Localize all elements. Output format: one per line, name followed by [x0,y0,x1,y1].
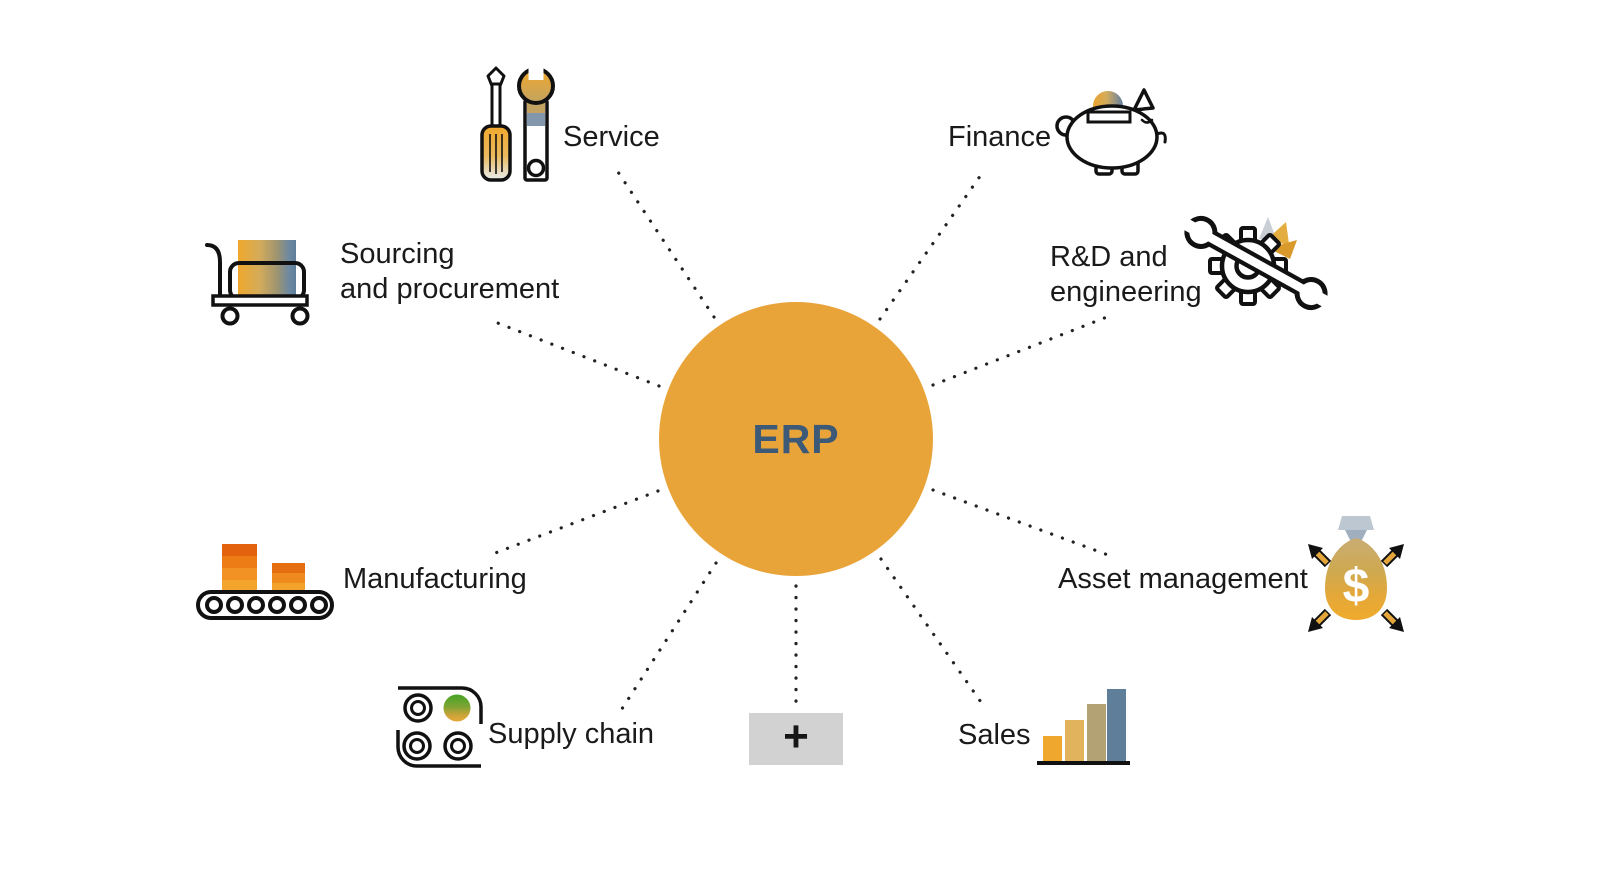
conveyor-boxes [222,544,305,593]
sales-label: Sales [958,719,1031,751]
gear-wrench-icon [1180,215,1332,311]
roller-belt-icon [396,686,483,768]
piggy-bank-coin-icon [1055,88,1167,176]
sourcing-label-line2: and procurement [340,273,560,305]
asset-management-label: Asset management [1058,563,1308,595]
connector-manufacturing [488,489,660,557]
connector-rnd [931,315,1109,387]
plus-sign: + [783,712,809,761]
manufacturing-label: Manufacturing [343,563,527,595]
arrow-ne-icon [1384,544,1404,564]
conveyor-belt-icon [196,544,334,620]
crossed-wrench [1180,215,1332,311]
finance-label: Finance [948,121,1052,153]
sourcing-label: Sourcing and procurement [340,237,559,307]
service-label: Service [563,121,660,153]
erp-hub-label: ERP [752,415,840,462]
arrow-sw-icon [1308,612,1328,632]
arrow-nw-icon [1308,544,1328,564]
supply-chain-label: Supply chain [488,718,655,750]
connector-service [616,170,716,319]
plus-box: + [749,712,843,765]
connector-supply [616,561,718,717]
connector-asset [931,488,1110,557]
connector-sourcing [488,318,661,388]
arrow-se-icon [1384,612,1404,632]
wrench-and-screwdriver-icon [480,56,555,182]
rnd-label: R&D and engineering [1050,240,1202,310]
hand-cart-box-icon [205,240,310,326]
money-bag-arrows-icon: $ [1308,516,1404,632]
erp-hub-circle: ERP [659,302,933,576]
rnd-label-line1: R&D and [1050,241,1168,273]
connector-sales [879,557,985,707]
ascending-bar-chart-icon [1037,689,1130,765]
sourcing-label-line1: Sourcing [340,238,455,270]
connector-finance [878,170,985,321]
rnd-label-line2: engineering [1050,276,1202,308]
dollar-sign: $ [1343,560,1370,613]
